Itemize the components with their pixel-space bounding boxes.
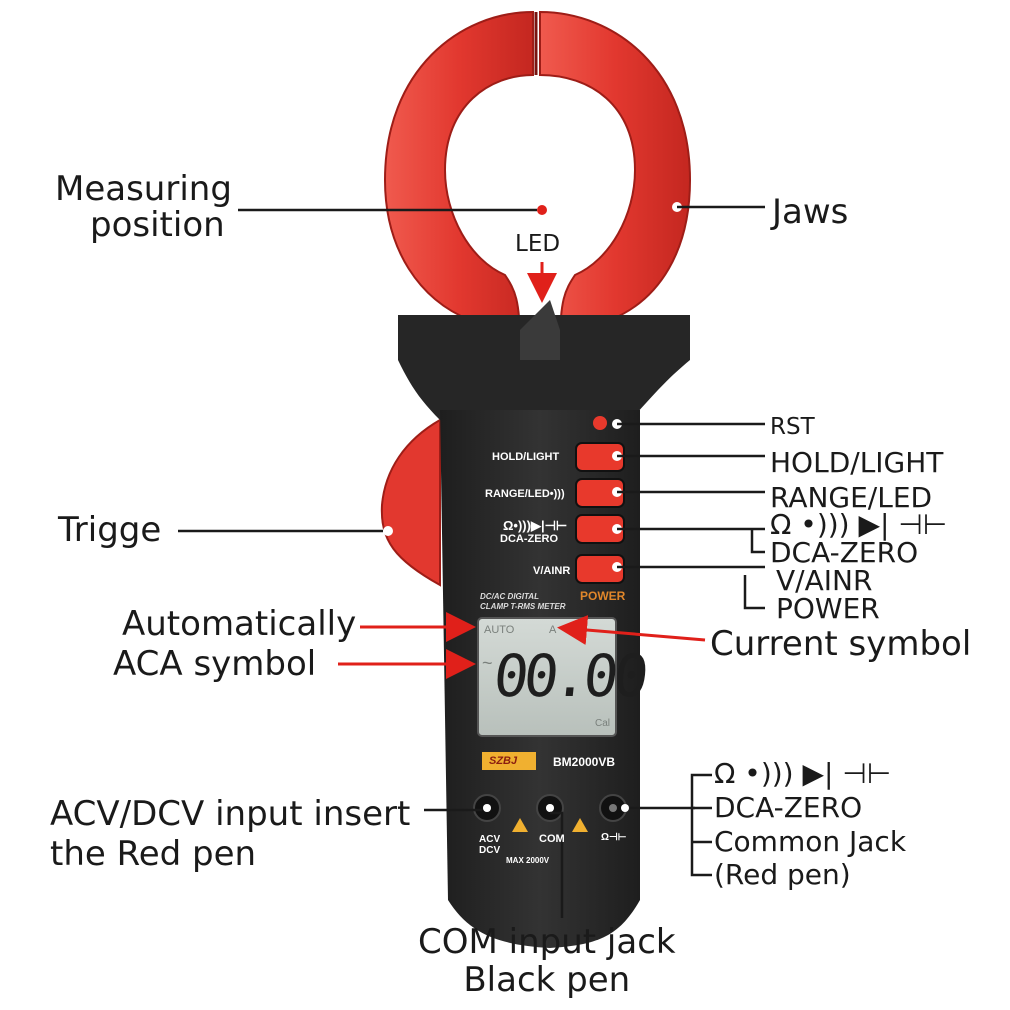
- power-callout: POWER: [776, 592, 880, 625]
- meter-power-label: POWER: [580, 589, 626, 603]
- measuring-dot: [537, 205, 547, 215]
- acv-dcv-line-2: the Red pen: [50, 834, 257, 874]
- common-jack-callout: Common Jack: [714, 825, 907, 858]
- lcd-ac-symbol: ~: [482, 653, 493, 673]
- measuring-position-callout: Measuring position: [55, 172, 232, 242]
- dca-zero-callout: DCA-ZERO: [770, 536, 919, 569]
- jack-ohm-label: Ω⊣⊢: [601, 832, 627, 843]
- vainr-callout: V/AINR: [776, 564, 873, 597]
- current-symbol-callout: Current symbol: [710, 624, 972, 664]
- lcd-cal: Cal: [595, 718, 611, 729]
- meter-dca-label: DCA-ZERO: [500, 533, 559, 545]
- meter-vainr-label: V/AINR: [533, 565, 571, 577]
- red-arrows: [338, 262, 706, 679]
- meter-head: [398, 315, 690, 420]
- jack-com-label: COM: [539, 833, 565, 845]
- red-pen-callout: (Red pen): [714, 858, 851, 891]
- lcd-unit: A: [549, 624, 557, 636]
- trigge-callout: Trigge: [58, 510, 162, 550]
- meter-range-label: RANGE/LED•))): [485, 488, 565, 500]
- lcd-reading: 00.00: [490, 642, 648, 710]
- meter-hold-label: HOLD/LIGHT: [492, 451, 560, 463]
- range-led-callout: RANGE/LED: [770, 481, 933, 514]
- measuring-line-1: Measuring: [55, 169, 232, 209]
- automatically-callout: Automatically: [122, 604, 357, 644]
- jack-acv-label: ACV: [479, 834, 501, 845]
- com-jack-line-2: Black pen: [463, 960, 631, 1000]
- meter-subtitle-1: DC/AC DIGITAL: [480, 592, 539, 601]
- lcd-auto: AUTO: [484, 624, 515, 636]
- acv-dcv-line-1: ACV/DCV input insert: [50, 794, 411, 834]
- trigger[interactable]: [380, 418, 441, 587]
- lcd-screen: [477, 617, 617, 737]
- model-label: BM2000VB: [553, 755, 616, 769]
- brand-label: SZBJ: [489, 755, 518, 767]
- measuring-line-2: position: [90, 205, 225, 245]
- jaws: [383, 10, 692, 346]
- hold-light-callout: HOLD/LIGHT: [770, 446, 944, 479]
- rst-button[interactable]: [593, 416, 607, 430]
- jack-max-label: MAX 2000V: [506, 856, 550, 865]
- ohm-row-callout: Ω •))) ▶| ⊣⊢: [770, 508, 948, 541]
- jaws-callout: Jaws: [772, 192, 849, 232]
- com-jack-line-1: COM input jack: [418, 922, 676, 962]
- com-jack-callout: COM input jack Black pen: [418, 925, 676, 997]
- jack-ohm-row-callout: Ω •))) ▶| ⊣⊢: [714, 757, 892, 790]
- jack-dca-zero-callout: DCA-ZERO: [714, 791, 863, 824]
- acv-dcv-callout: ACV/DCV input insert the Red pen: [50, 797, 410, 871]
- brand-badge: [482, 752, 536, 770]
- jack-dcv-label: DCV: [479, 845, 501, 856]
- meter-ohm-label: Ω•)))▶|⊣⊢: [503, 518, 568, 533]
- rst-callout: RST: [770, 414, 815, 440]
- leader-lines: [178, 205, 765, 918]
- vainr-button[interactable]: [575, 554, 625, 584]
- led-callout: LED: [515, 231, 561, 257]
- aca-symbol-callout: ACA symbol: [113, 644, 317, 684]
- meter-subtitle-2: CLAMP T-RMS METER: [480, 602, 566, 611]
